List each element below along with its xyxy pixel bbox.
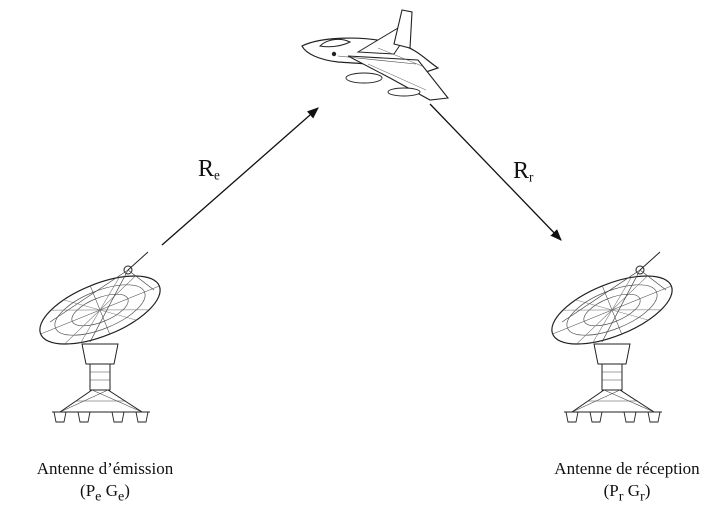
range-arrow-receive — [429, 103, 562, 241]
receiver-title: Antenne de réception — [554, 459, 700, 478]
receiver-power-symbol: P — [609, 481, 619, 500]
range-label-emit: Re — [198, 156, 220, 188]
range-arrow-transmit — [161, 107, 319, 246]
range-label-receive: Rr — [513, 158, 533, 190]
radar-dish-icon — [30, 251, 170, 423]
range-emit-symbol: R — [198, 156, 215, 182]
jet-aircraft-icon — [301, 9, 450, 101]
receiver-gain-sub: r — [640, 488, 645, 505]
receiver-params: (Pr Gr) — [603, 481, 651, 505]
transmitter-params: (Pe Ge) — [80, 481, 130, 505]
transmitter-power-sub: e — [95, 488, 102, 505]
transmitter-power-symbol: P — [85, 481, 96, 500]
range-receive-symbol: R — [513, 158, 530, 184]
transmitter-caption: Antenne d’émission (Pe Ge) — [0, 458, 210, 507]
range-emit-subscript: e — [214, 167, 220, 183]
receiver-caption: Antenne de réception (Pr Gr) — [529, 458, 725, 507]
receiver-power-sub: r — [618, 488, 624, 505]
transmitter-gain-sub: e — [118, 488, 125, 505]
range-receive-subscript: r — [529, 169, 534, 185]
radar-dish-icon — [542, 251, 682, 423]
transmitter-title: Antenne d’émission — [36, 459, 174, 478]
transmitter-gain-symbol: G — [105, 481, 118, 500]
receiver-gain-symbol: G — [627, 481, 640, 500]
